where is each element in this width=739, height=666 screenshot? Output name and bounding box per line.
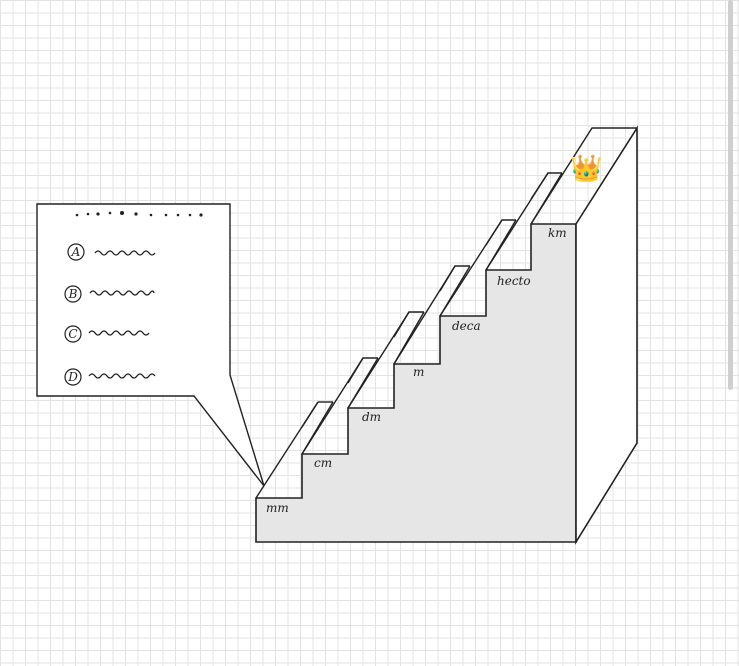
step-label-m: m <box>413 365 424 379</box>
callout-heading-scribble <box>75 211 203 217</box>
svg-text:D: D <box>67 370 78 384</box>
stair-side-face <box>575 125 638 545</box>
step-label-cm: cm <box>314 456 332 470</box>
step-label-deca: deca <box>452 319 481 333</box>
callout-bubble <box>36 203 265 487</box>
callout-option-d: D <box>64 368 156 386</box>
stair-top-edges <box>255 127 637 499</box>
svg-text:C: C <box>68 327 77 341</box>
step-label-mm: mm <box>266 501 289 515</box>
svg-text:A: A <box>71 245 81 259</box>
step-label-hecto: hecto <box>497 274 531 288</box>
callout-option-b: B <box>64 285 155 303</box>
step-label-km: km <box>548 226 567 240</box>
svg-text:B: B <box>68 287 78 301</box>
crown-icon: 👑 <box>570 154 602 184</box>
step-label-dm: dm <box>362 410 381 424</box>
stair-front-face <box>255 223 577 543</box>
callout-option-c: C <box>64 325 150 343</box>
scrollbar[interactable] <box>728 0 733 390</box>
callout-option-a: A <box>67 243 156 261</box>
